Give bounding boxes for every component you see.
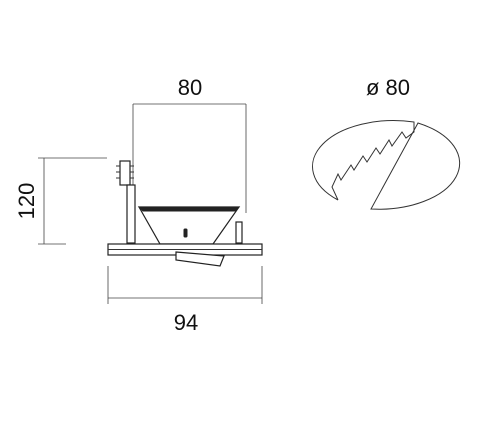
reflector-cone: [137, 206, 241, 245]
fixture-side-view: [107, 160, 263, 267]
cutout-lower-section: [370, 122, 461, 210]
dimension-height: 120: [14, 157, 107, 245]
height-label: 120: [14, 183, 39, 220]
ceiling-cutout-view: ø 80: [312, 75, 461, 210]
cutout-diameter-label: ø 80: [366, 75, 410, 100]
dimension-top-width: 80: [132, 75, 247, 213]
housing-right: [235, 221, 243, 244]
tilted-lamp: [175, 251, 225, 267]
top-width-label: 80: [178, 75, 202, 100]
reflector-rim: [137, 206, 241, 212]
dimension-bottom-width: 94: [107, 266, 263, 335]
cutout-upper-section: [312, 120, 415, 201]
bottom-width-label: 94: [174, 310, 198, 335]
reflector-slot: [183, 228, 188, 238]
terminal-block: [119, 160, 131, 186]
housing-plate: [126, 184, 136, 244]
